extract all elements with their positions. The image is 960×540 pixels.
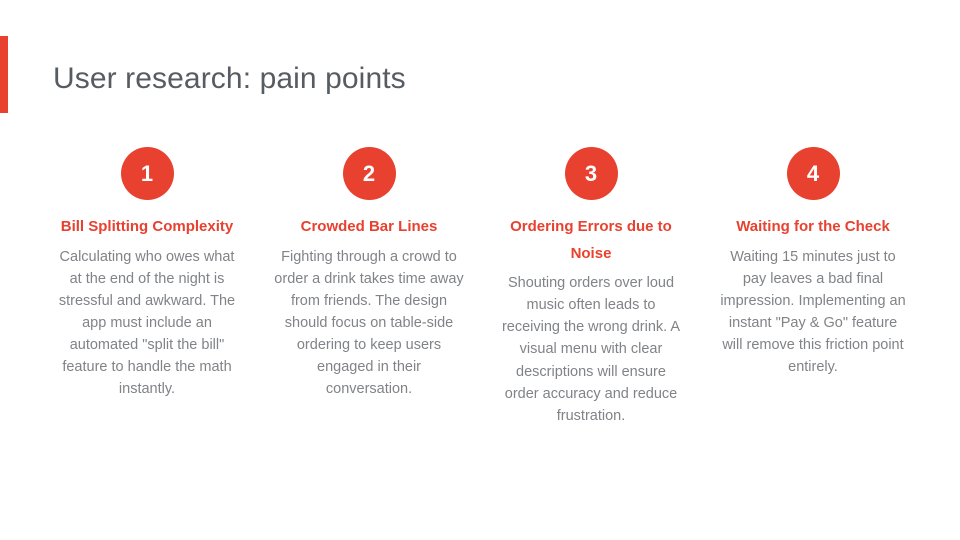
pain-point-column: 3 Ordering Errors due to Noise Shouting … (480, 147, 702, 427)
step-number-badge: 4 (786, 147, 840, 200)
pain-point-body: Fighting through a crowd to order a drin… (274, 248, 464, 397)
pain-point-heading: Ordering Errors due to Noise (510, 218, 672, 262)
title-accent-bar (0, 36, 8, 113)
pain-point-column: 1 Bill Splitting Complexity Calculating … (36, 147, 258, 400)
pain-point-column: 2 Crowded Bar Lines Fighting through a c… (258, 147, 480, 400)
page-title: User research: pain points (53, 62, 406, 95)
step-number-badge: 2 (342, 147, 396, 200)
pain-point-heading: Bill Splitting Complexity (60, 218, 234, 235)
pain-point-heading: Crowded Bar Lines (300, 218, 438, 235)
pain-point-body: Calculating who owes what at the end of … (58, 248, 236, 397)
pain-point-heading: Waiting for the Check (736, 218, 890, 235)
pain-point-columns: 1 Bill Splitting Complexity Calculating … (36, 147, 924, 427)
pain-point-body: Waiting 15 minutes just to pay leaves a … (720, 248, 906, 375)
pain-point-column: 4 Waiting for the Check Waiting 15 minut… (702, 147, 924, 378)
pain-point-body: Shouting orders over loud music often le… (501, 275, 681, 424)
step-number-badge: 1 (120, 147, 174, 200)
step-number-badge: 3 (564, 147, 618, 200)
